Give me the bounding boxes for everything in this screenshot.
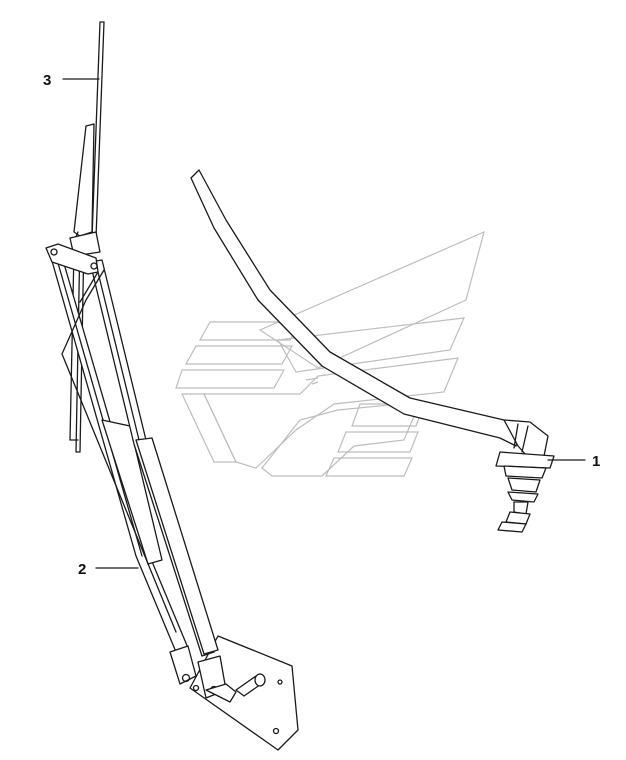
callout-1: 1 — [592, 453, 600, 470]
washer-nozzle-with-hose-icon — [190, 169, 555, 533]
wiper-blade-icon — [69, 21, 105, 453]
leader-lines — [62, 78, 586, 569]
callout-2: 2 — [78, 561, 86, 578]
callout-3: 3 — [43, 72, 51, 89]
wiper-arm-icon — [45, 243, 299, 751]
